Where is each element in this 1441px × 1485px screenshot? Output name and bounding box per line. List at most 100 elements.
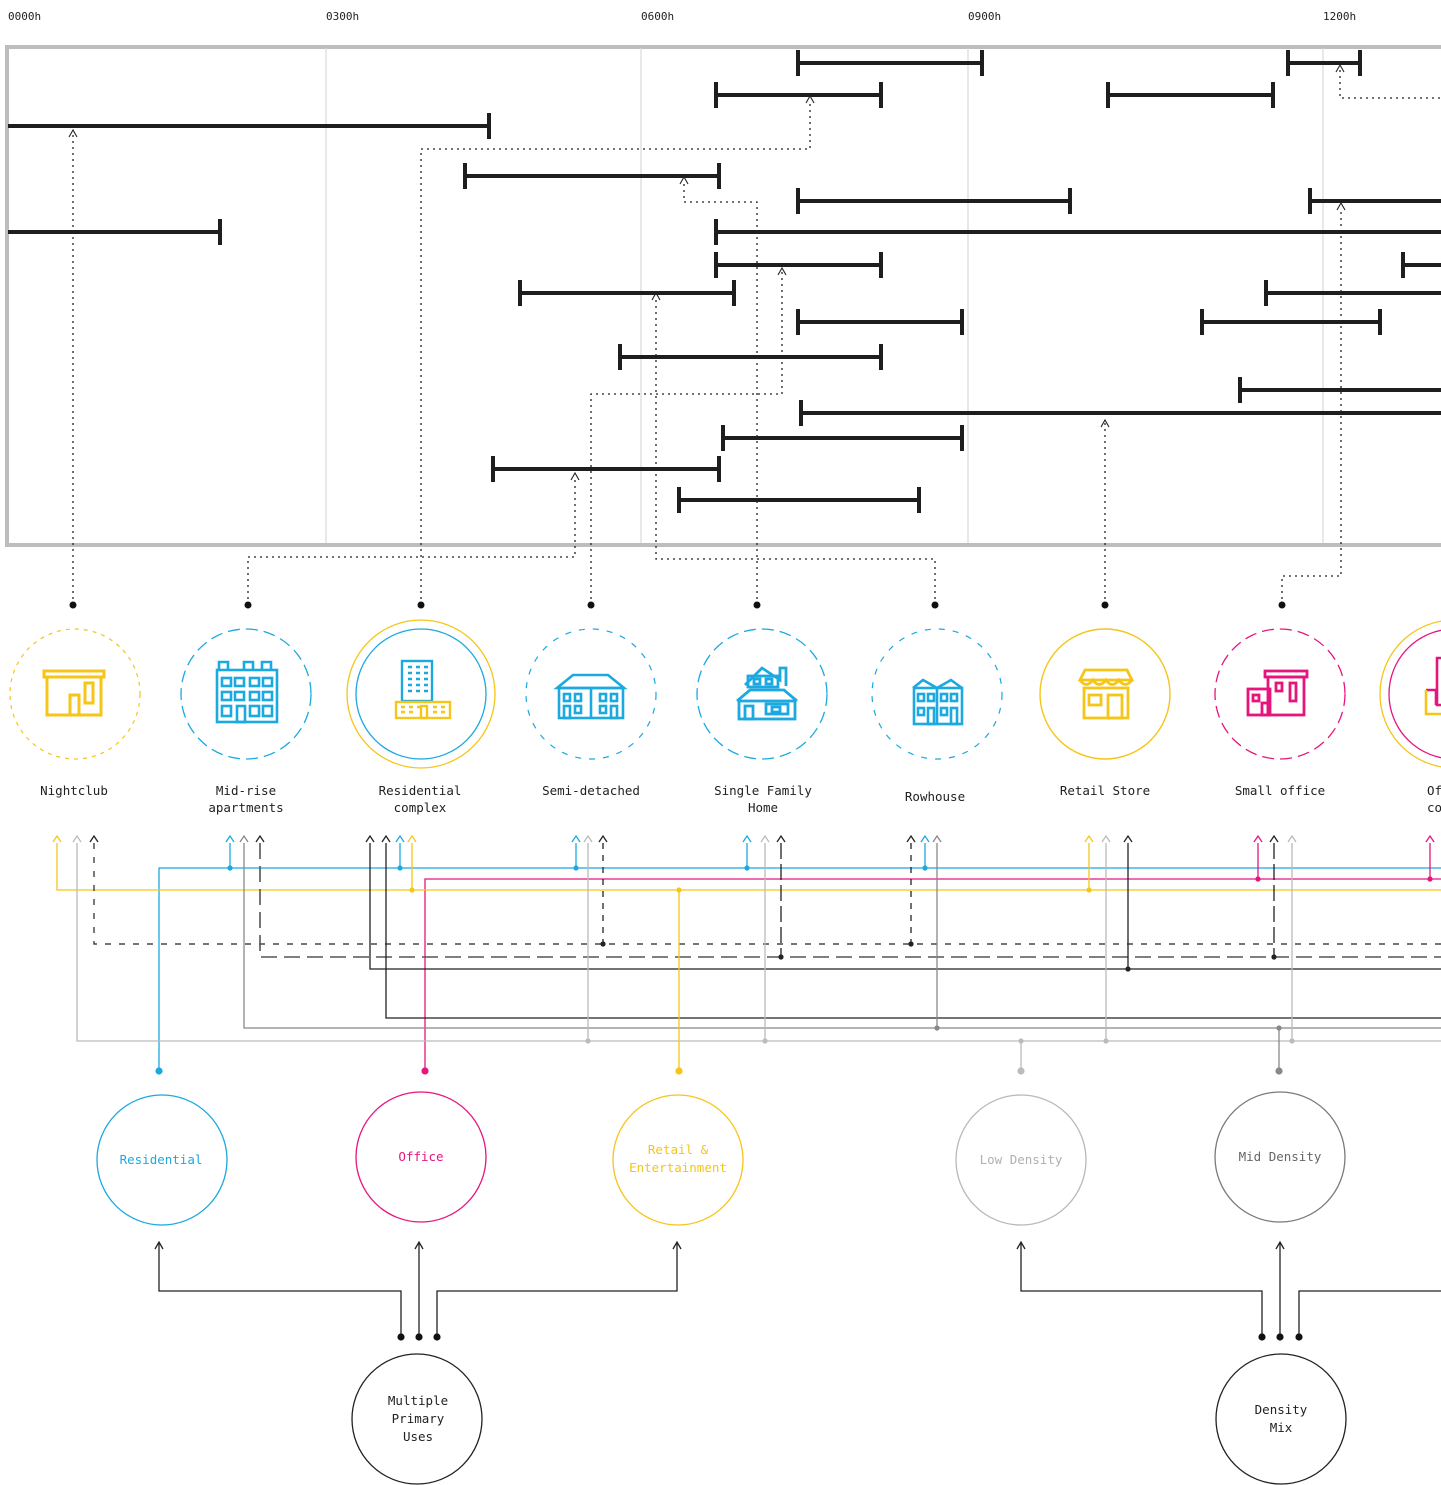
- building-node-rowhouse[interactable]: Rowhouse: [871, 628, 1003, 804]
- leader-line: [420, 102, 811, 605]
- root-node-multiple-primary-uses[interactable]: Multiple Primary Uses: [351, 1353, 483, 1485]
- category-label: Retail &: [648, 1142, 709, 1157]
- activity-bar: [1238, 377, 1441, 403]
- node-ring: [955, 1094, 1087, 1226]
- junction-dots: [155, 865, 1433, 1075]
- node-ring-outer: [346, 619, 496, 769]
- node-ring-inner: [355, 628, 487, 760]
- leader-line: [655, 300, 936, 605]
- leader-line: [590, 272, 783, 605]
- node-ring: [1215, 1353, 1347, 1485]
- activity-bar: [796, 188, 1072, 214]
- residential-tower-icon: [394, 659, 452, 720]
- root-dots: [397, 1333, 1303, 1341]
- leader-line: [1281, 208, 1342, 605]
- category-label: Entertainment: [629, 1160, 727, 1175]
- node-label: co: [1427, 800, 1441, 815]
- office-bus: [424, 878, 1441, 1071]
- root-label: Multiple: [388, 1393, 448, 1408]
- root-node-density-mix[interactable]: Density Mix: [1215, 1353, 1347, 1485]
- node-ring: [525, 628, 657, 760]
- leader-line: [683, 183, 758, 605]
- mid-density-bus: [243, 843, 1441, 1029]
- node-ring: [9, 628, 141, 760]
- category-node-low-density[interactable]: Low Density: [955, 1094, 1087, 1226]
- activity-bar: [714, 82, 883, 108]
- activity-bar: [8, 219, 222, 245]
- leader-line: [1339, 70, 1441, 99]
- activity-bar: [721, 425, 964, 451]
- tick-label: 0600h: [641, 10, 674, 23]
- single-family-house-icon: [736, 666, 798, 721]
- rowhouse-icon: [912, 678, 964, 726]
- node-label: Retail Store: [1060, 783, 1150, 798]
- high-density-bus-2: [385, 843, 1441, 1019]
- root-label: Mix: [1270, 1420, 1293, 1435]
- apartment-building-icon: [215, 660, 279, 724]
- leader-arrowheads: [68, 63, 1346, 481]
- node-label: Home: [748, 800, 778, 815]
- activity-bar: [1308, 188, 1441, 214]
- node-label: apartments: [208, 800, 283, 815]
- category-node-residential[interactable]: Residential: [96, 1094, 228, 1226]
- residential-bus: [158, 867, 1441, 1071]
- node-label: Semi-detached: [542, 783, 640, 798]
- activity-bar: [1401, 252, 1441, 278]
- node-label: Of: [1427, 783, 1441, 798]
- building-node-midrise[interactable]: Mid-rise apartments: [180, 628, 312, 815]
- node-ring: [351, 1353, 483, 1485]
- node-ring: [612, 1094, 744, 1226]
- category-node-retail[interactable]: Retail & Entertainment: [612, 1094, 744, 1226]
- connection-buses: [56, 843, 1441, 1071]
- semi-detached-house-icon: [553, 673, 628, 720]
- building-node-small-office[interactable]: Small office: [1214, 628, 1346, 798]
- node-label: Rowhouse: [905, 789, 965, 804]
- nightclub-icon: [42, 669, 106, 717]
- category-node-office[interactable]: Office: [355, 1091, 487, 1223]
- node-label: Nightclub: [40, 783, 108, 798]
- category-node-mid-density[interactable]: Mid Density: [1214, 1091, 1346, 1223]
- activity-bars: [8, 50, 1441, 513]
- low-density-bus: [76, 843, 1441, 1042]
- node-label: Mid-rise: [216, 783, 276, 798]
- building-node-office-complex[interactable]: Of co: [1379, 620, 1441, 815]
- activity-bar: [463, 163, 721, 189]
- activity-bar: [8, 113, 491, 139]
- stem-arrowheads: [52, 834, 1435, 843]
- activity-bar: [714, 252, 883, 278]
- activity-bar: [1106, 82, 1275, 108]
- node-ring: [355, 1091, 487, 1223]
- activity-bar: [1264, 280, 1441, 306]
- node-ring-inner: [1388, 629, 1441, 759]
- node-ring-outer: [1379, 620, 1441, 768]
- root-label: Uses: [403, 1429, 433, 1444]
- high-density-bus: [369, 843, 1441, 970]
- category-label: Office: [398, 1149, 443, 1164]
- building-node-nightclub[interactable]: Nightclub: [9, 628, 141, 798]
- activity-bar: [491, 456, 721, 482]
- node-ring: [1214, 628, 1346, 760]
- time-axis: 0000h 0300h 0600h 0900h 1200h: [8, 10, 1356, 23]
- root-label: Density: [1255, 1402, 1308, 1417]
- node-label: Single Family: [714, 783, 812, 798]
- activity-bar: [714, 219, 1441, 245]
- leader-dots: [69, 601, 1286, 609]
- dashed-bus-short: [93, 843, 1441, 945]
- root-connectors: [158, 1243, 1441, 1337]
- activity-bar: [1286, 50, 1362, 76]
- tick-label: 0000h: [8, 10, 41, 23]
- building-node-semi-detached[interactable]: Semi-detached: [525, 628, 657, 798]
- tick-label: 1200h: [1323, 10, 1356, 23]
- small-office-icon: [1246, 669, 1309, 717]
- root-label: Primary: [392, 1411, 445, 1426]
- building-node-single-family[interactable]: Single Family Home: [696, 628, 828, 815]
- building-node-residential-complex[interactable]: Residential complex: [346, 619, 496, 815]
- leader-line: [247, 476, 576, 605]
- building-node-retail[interactable]: Retail Store: [1039, 628, 1171, 798]
- category-label: Residential: [120, 1152, 203, 1167]
- timeline-frame: [5, 45, 1441, 547]
- activity-bar: [796, 50, 984, 76]
- activity-bar: [1200, 309, 1382, 335]
- tick-label: 0900h: [968, 10, 1001, 23]
